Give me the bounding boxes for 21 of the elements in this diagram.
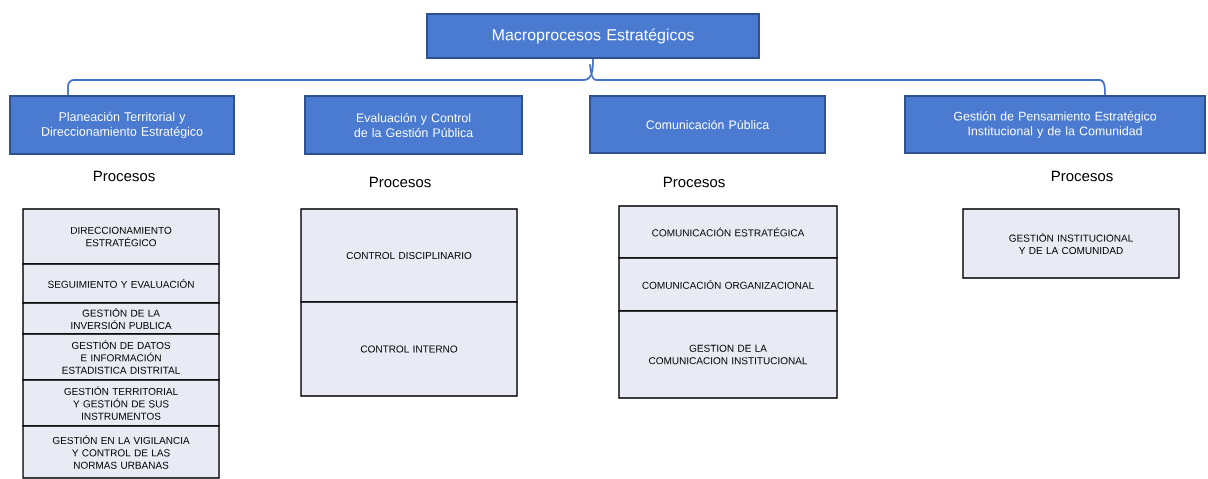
process-cell: CONTROL INTERNO	[300, 301, 518, 397]
process-cell: COMUNICACIÓN ORGANIZACIONAL	[618, 257, 838, 312]
process-cell: GESTION DE LA COMUNICACION INSTITUCIONAL	[618, 310, 838, 399]
section-label: Procesos	[369, 176, 431, 188]
process-cell: GESTIÓN DE DATOS E INFORMACIÓN ESTADISTICA DISTRITAL	[22, 333, 220, 381]
macroprocess-box: Comunicación Pública	[589, 95, 826, 154]
process-cell: COMUNICACIÓN ESTRATÉGICA	[618, 205, 838, 259]
process-cell: GESTIÓN EN LA VIGILANCIA Y CONTROL DE LAS NORMAS URBANAS	[22, 425, 220, 479]
macroprocess-box: Gestión de Pensamiento Estratégico Institucional y de la Comunidad	[904, 95, 1206, 154]
heading-box: Macroprocesos Estratégicos	[426, 13, 760, 59]
macroprocess-box: Evaluación y Control de la Gestión Pública	[304, 95, 523, 155]
macroprocess-box: Planeación Territorial y Direccionamiento Estratégico	[9, 95, 235, 155]
process-cell: SEGUIMIENTO Y EVALUACIÓN	[22, 263, 220, 304]
section-label: Procesos	[1051, 170, 1113, 182]
section-label: Procesos	[94, 170, 155, 182]
section-label: Procesos	[663, 176, 725, 188]
process-cell: GESTIÓN INSTITUCIONAL Y DE LA COMUNIDAD	[962, 208, 1180, 279]
process-cell: GESTIÓN TERRITORIAL Y GESTIÓN DE SUS INSTRUMENTOS	[22, 379, 220, 427]
process-cell: GESTIÓN DE LA INVERSIÓN PUBLICA	[22, 302, 220, 335]
process-cell: CONTROL DISCIPLINARIO	[300, 208, 518, 303]
process-cell: DIRECCIONAMIENTO ESTRATÉGICO	[22, 208, 220, 265]
